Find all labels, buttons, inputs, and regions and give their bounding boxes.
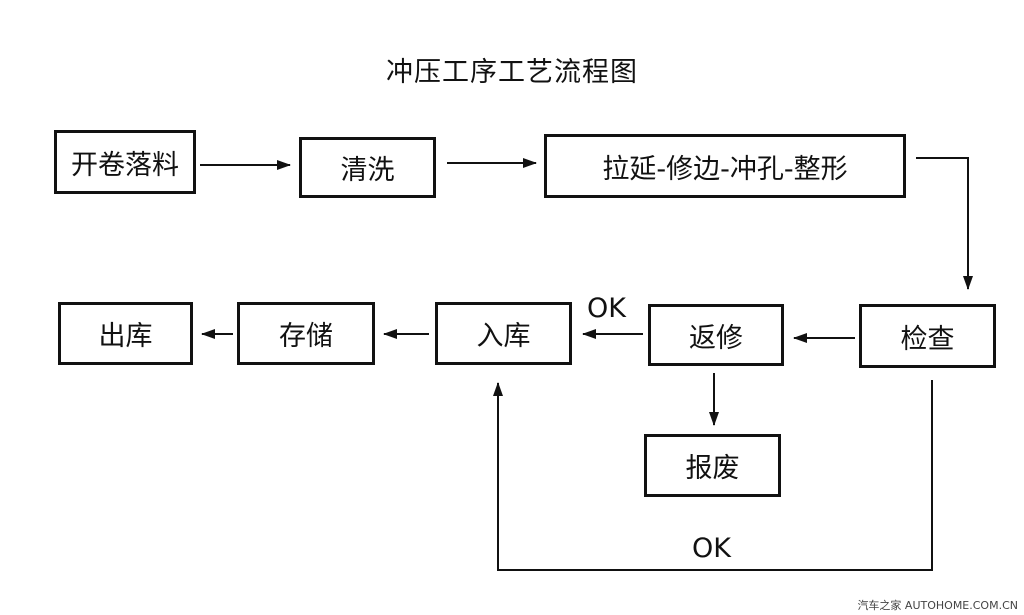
node-storage: 存储 <box>237 302 375 365</box>
watermark-text: 汽车之家 AUTOHOME.COM.CN <box>857 599 1018 612</box>
arrow-draw-to-inspect <box>916 157 973 290</box>
node-warehouse-in: 入库 <box>435 302 572 365</box>
diagram-title: 冲压工序工艺流程图 <box>386 57 638 88</box>
edge-label-repair-ok: OK <box>587 293 626 324</box>
node-inspect: 检查 <box>859 304 996 368</box>
node-wash: 清洗 <box>299 137 436 198</box>
node-draw-trim-pierce-form: 拉延-修边-冲孔-整形 <box>544 134 906 198</box>
node-repair: 返修 <box>648 304 784 366</box>
edge-label-inspect-ok: OK <box>692 533 731 564</box>
node-scrap: 报废 <box>644 434 781 497</box>
arrow-inspect-ok-to-warehouse-in <box>493 380 933 571</box>
node-uncoil-blanking: 开卷落料 <box>54 130 196 194</box>
node-warehouse-out: 出库 <box>58 302 193 365</box>
